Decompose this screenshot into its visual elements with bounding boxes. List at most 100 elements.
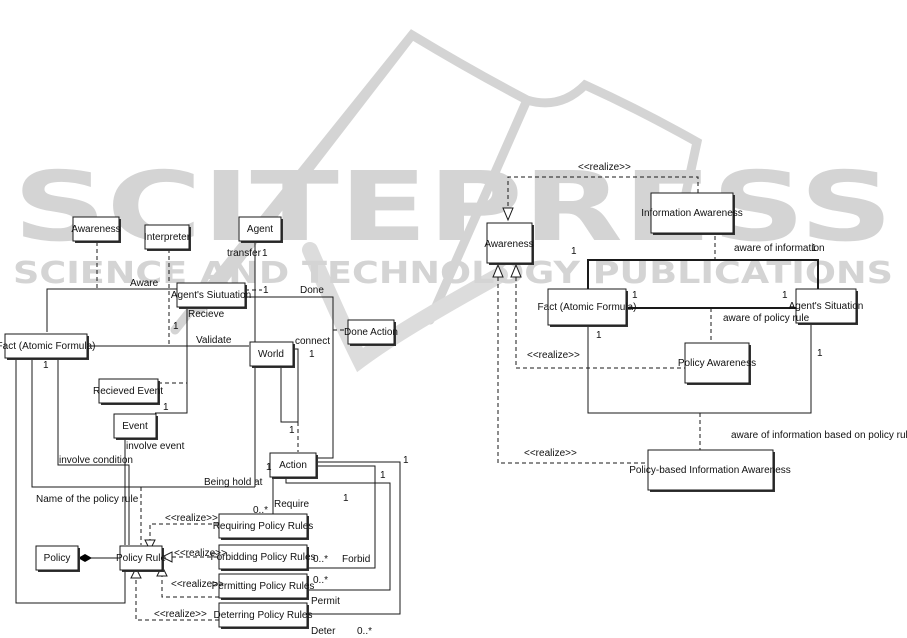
assoc-label-recieve: Recieve	[188, 309, 225, 320]
assoc-label-deter: Deter	[311, 626, 336, 637]
class-label: Awareness	[71, 224, 120, 235]
multiplicity: 1	[403, 455, 409, 466]
class-label: Policy	[44, 553, 71, 564]
class-label: Agent's Siutuation	[171, 290, 251, 301]
watermark-swoosh	[302, 242, 508, 373]
multiplicity: 0..*	[313, 575, 328, 586]
left-classes: Awareness Interpreter Agent Agent's Siut…	[0, 216, 398, 629]
right-connectors	[492, 176, 819, 464]
composition-diamond-icon	[78, 554, 92, 562]
class-label: Action	[279, 460, 307, 471]
class-event[interactable]: Event	[113, 413, 158, 440]
assoc-label-connect: connect	[295, 336, 330, 347]
class-forbidding-policy-rules[interactable]: Forbidding Policy Rules	[210, 544, 316, 571]
multiplicity: 1	[266, 462, 272, 473]
stereotype-realize: <<realize>>	[154, 609, 207, 620]
realize-arrow-icon	[502, 207, 514, 222]
class-policy[interactable]: Policy	[35, 545, 80, 572]
right-classes: Awareness Information Awareness Fact (At…	[484, 192, 864, 492]
class-label: World	[258, 349, 284, 360]
assoc-label-aware-of-policy-rule: aware of policy rule	[723, 313, 810, 324]
right-labels: <<realize>> 1 aware of information 1 1 1…	[524, 162, 907, 459]
class-label: Fact (Atomic Formula)	[0, 341, 95, 352]
multiplicity: 1	[811, 243, 817, 254]
class-received-event[interactable]: Recieved Event	[93, 378, 163, 405]
multiplicity: 1	[262, 248, 268, 259]
multiplicity: 1	[782, 290, 788, 301]
assoc-label-validate: Validate	[196, 335, 232, 346]
multiplicity: 1	[380, 470, 386, 481]
class-label: Fact (Atomic Formula)	[538, 302, 637, 313]
multiplicity: 1	[173, 321, 179, 332]
realize-arrow-icon	[144, 539, 156, 552]
assoc-label-forbid: Forbid	[342, 554, 370, 565]
class-label: Event	[122, 421, 148, 432]
class-label: Done Action	[344, 327, 398, 338]
class-requiring-policy-rules[interactable]: Requiring Policy Rules	[213, 513, 314, 540]
class-agents-situation-right[interactable]: Agent's Situation	[789, 288, 864, 325]
class-label: Awareness	[484, 239, 533, 250]
class-deterring-policy-rules[interactable]: Deterring Policy Rules	[214, 602, 313, 629]
class-label: Policy-based Information Awareness	[629, 465, 791, 476]
assoc-label-being-hold-at: Being hold at	[204, 477, 263, 488]
class-done-action[interactable]: Done Action	[344, 319, 398, 346]
stereotype-realize: <<realize>>	[578, 162, 631, 173]
class-information-awareness[interactable]: Information Awareness	[641, 192, 743, 235]
assoc-label-aware: Aware	[130, 278, 159, 289]
class-agent[interactable]: Agent	[238, 216, 283, 243]
realize-arrow-icon	[160, 551, 173, 563]
class-label: Deterring Policy Rules	[214, 610, 313, 621]
class-label: Policy Awareness	[678, 358, 756, 369]
class-label: Policy Rule	[116, 553, 166, 564]
class-label: Recieved Event	[93, 386, 163, 397]
class-policy-rule[interactable]: Policy Rule	[116, 545, 166, 572]
realize-arrow-icon	[130, 566, 142, 579]
watermark: SCITEPRESS SCIENCE AND TECHNOLOGY PUBLIC…	[13, 29, 893, 373]
assoc-label-involve-event: involve event	[126, 441, 185, 452]
class-label: Permitting Policy Rules	[212, 581, 315, 592]
multiplicity: 1	[43, 360, 49, 371]
assoc-label-done: Done	[300, 285, 324, 296]
assoc-label-permit: Permit	[311, 596, 340, 607]
class-world[interactable]: World	[249, 341, 295, 368]
class-action[interactable]: Action	[269, 452, 318, 479]
class-agents-situation[interactable]: Agent's Siutuation	[171, 282, 251, 309]
class-label: Forbidding Policy Rules	[210, 552, 315, 563]
multiplicity: 1	[263, 285, 269, 296]
multiplicity: 1	[309, 349, 315, 360]
class-fact-right[interactable]: Fact (Atomic Formula)	[538, 288, 637, 327]
watermark-book-icon	[170, 29, 703, 335]
multiplicity: 1	[343, 493, 349, 504]
stereotype-realize: <<realize>>	[524, 448, 577, 459]
assoc-label-aware-of-information: aware of information	[734, 243, 825, 254]
stereotype-realize: <<realize>>	[165, 513, 218, 524]
assoc-label-name-of-policy-rule: Name of the policy rule	[36, 494, 139, 505]
assoc-label-aware-based-on-policy: aware of information based on policy rul…	[731, 430, 907, 441]
multiplicity: 1	[632, 290, 638, 301]
multiplicity: 1	[596, 330, 602, 341]
assoc-label-transfer: transfer	[227, 248, 262, 259]
class-permitting-policy-rules[interactable]: Permitting Policy Rules	[212, 573, 315, 600]
watermark-tagline: SCIENCE AND TECHNOLOGY PUBLICATIONS	[13, 256, 893, 291]
stereotype-realize: <<realize>>	[174, 548, 227, 559]
class-awareness[interactable]: Awareness	[71, 216, 121, 243]
class-label: Agent	[247, 224, 273, 235]
class-interpreter[interactable]: Interpreter	[144, 224, 191, 251]
multiplicity: 1	[571, 246, 577, 257]
assoc-label-require: Require	[274, 499, 309, 510]
class-label: Agent's Situation	[789, 301, 864, 312]
class-awareness-right[interactable]: Awareness	[484, 222, 534, 265]
assoc-label-involve-condition: involve condition	[59, 455, 133, 466]
class-label: Requiring Policy Rules	[213, 521, 314, 532]
multiplicity: 1	[163, 402, 169, 413]
multiplicity: 0..*	[357, 626, 372, 637]
class-policy-based-information-awareness[interactable]: Policy-based Information Awareness	[629, 449, 791, 492]
class-policy-awareness[interactable]: Policy Awareness	[678, 342, 756, 385]
multiplicity: 1	[289, 425, 295, 436]
stereotype-realize: <<realize>>	[527, 350, 580, 361]
multiplicity: 0..*	[313, 554, 328, 565]
stereotype-realize: <<realize>>	[171, 579, 224, 590]
class-label: Information Awareness	[641, 208, 743, 219]
class-fact[interactable]: Fact (Atomic Formula)	[0, 333, 95, 360]
